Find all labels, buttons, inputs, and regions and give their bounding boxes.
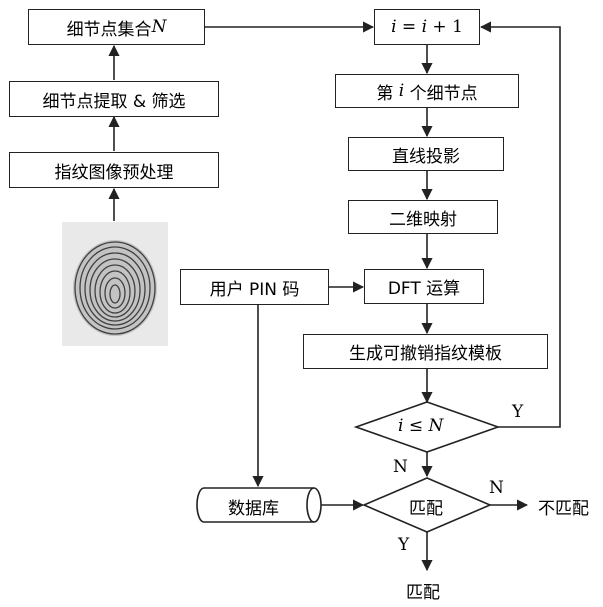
label-no-after-condition: N: [393, 457, 408, 477]
condition-var1: i: [398, 416, 404, 436]
condition-var2: N: [428, 416, 444, 436]
minutiae-set-var: N: [151, 17, 167, 37]
increment-expr-var: i: [421, 17, 428, 37]
condition-op: ≤: [403, 416, 429, 436]
database-cylinder: [196, 487, 322, 523]
label-match-result: 匹配: [406, 583, 440, 603]
ith-point-var: i: [398, 81, 405, 101]
label-yes-loop: Y: [512, 402, 524, 422]
projection-box: 直线投影: [348, 137, 504, 171]
extract-filter-box: 细节点提取 & 筛选: [9, 81, 219, 117]
minutiae-set-text: 细节点集合: [66, 19, 152, 40]
ith-point-box: 第 i 个细节点: [335, 74, 519, 108]
arrow-condition-yes-loop: [479, 21, 561, 428]
label-no-match-result: 不匹配: [538, 499, 589, 519]
match-decision-text: 匹配: [409, 499, 443, 519]
mapping-2d-box: 二维映射: [348, 200, 498, 234]
ith-point-prefix: 第: [376, 83, 399, 104]
dft-box: DFT 运算: [364, 269, 484, 304]
label-no-match-branch: N: [489, 478, 504, 498]
increment-expr-rest: + 1: [427, 17, 463, 37]
minutiae-set-box: 细节点集合 N: [28, 9, 205, 45]
preprocess-box: 指纹图像预处理: [9, 152, 219, 188]
increment-box: i = i + 1: [374, 9, 480, 45]
user-pin-box: 用户 PIN 码: [180, 269, 329, 305]
condition-diamond: [353, 401, 501, 453]
condition-text: i ≤ N: [398, 416, 443, 436]
ith-point-suffix: 个细节点: [404, 83, 478, 104]
fingerprint-image: [62, 222, 168, 346]
increment-var: i: [391, 17, 397, 37]
match-diamond: [361, 477, 493, 533]
template-box: 生成可撤销指纹模板: [303, 334, 548, 369]
increment-op: =: [396, 17, 422, 37]
database-text: 数据库: [228, 499, 279, 519]
label-yes-match-branch: Y: [398, 535, 410, 555]
